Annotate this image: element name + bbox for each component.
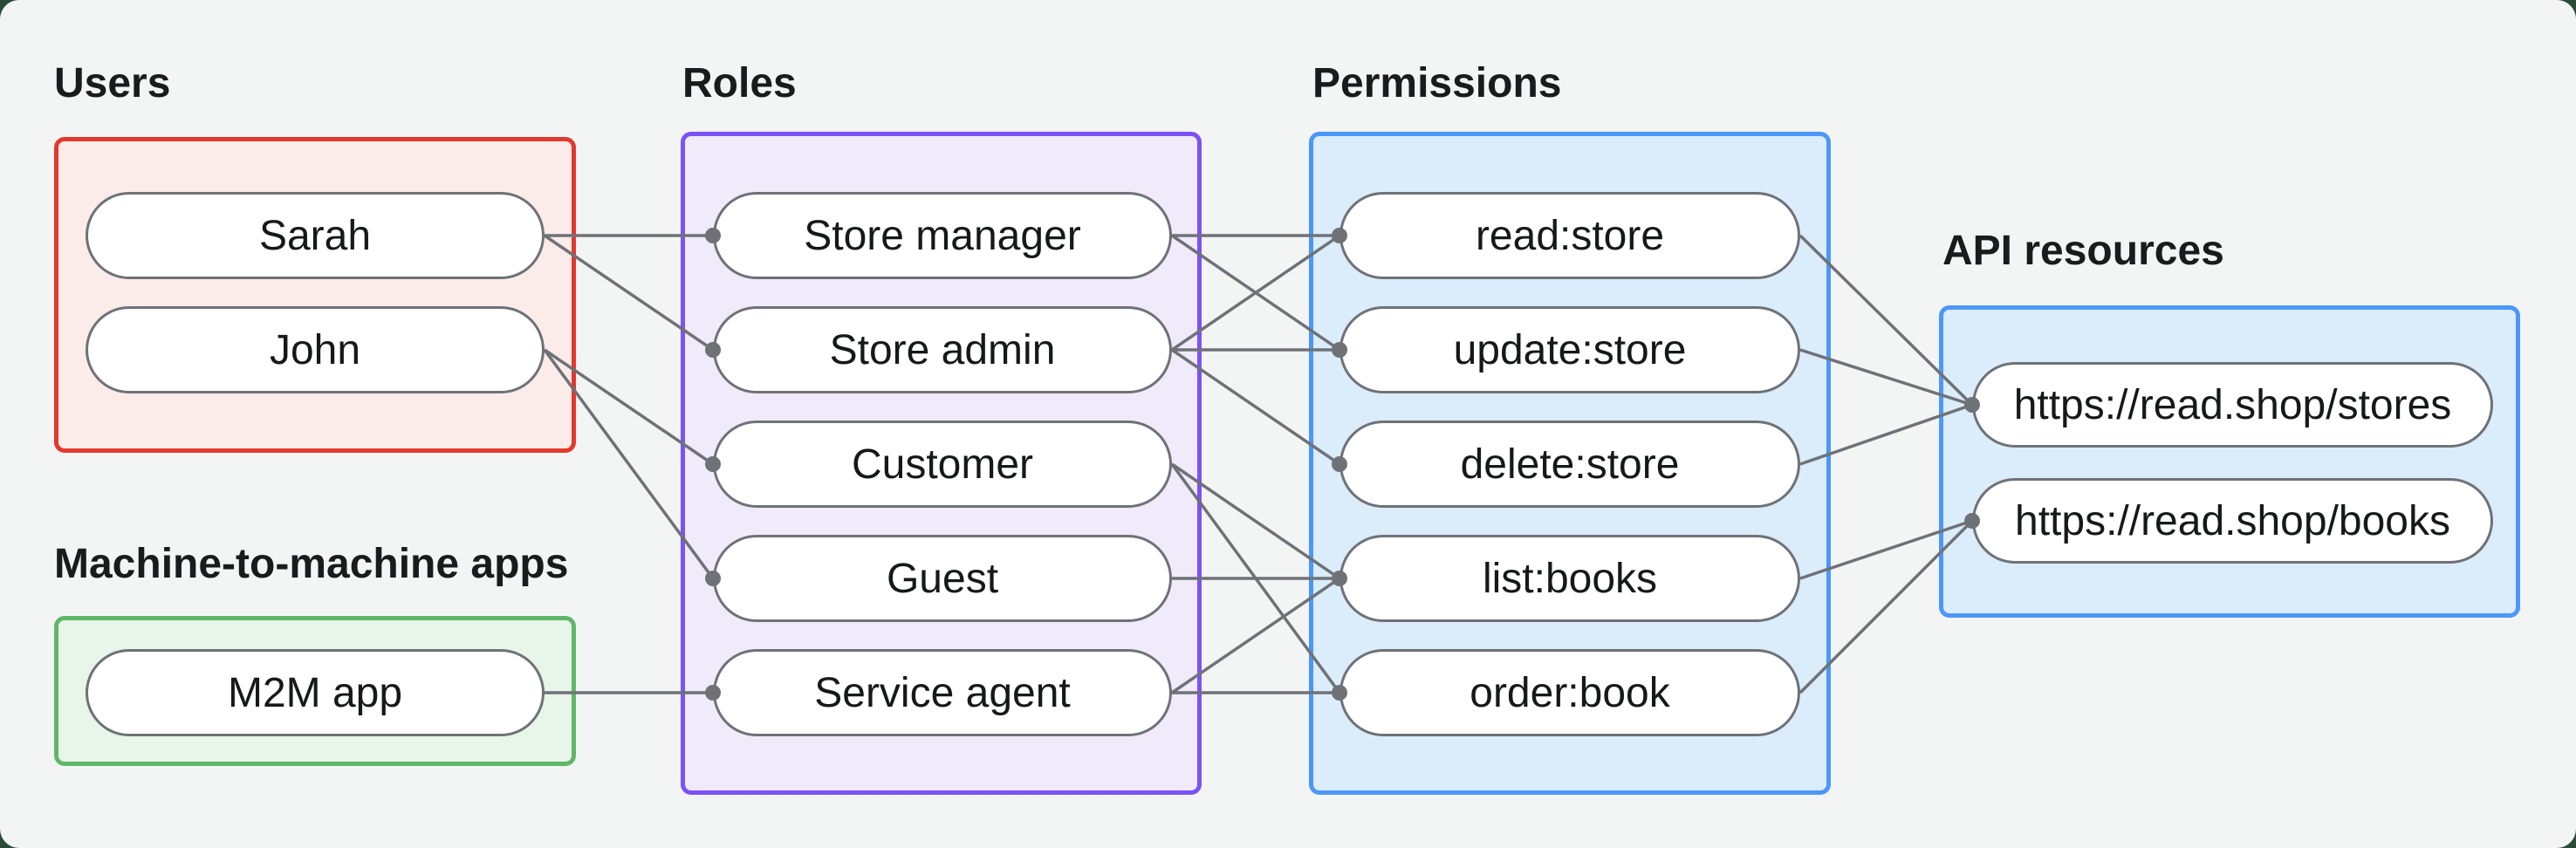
node-api-resource-stores: https://read.shop/stores (1972, 362, 2493, 448)
api-resources-group-box (1939, 305, 2520, 618)
node-m2m-app: M2M app (86, 649, 545, 736)
node-permission-list-books: list:books (1339, 535, 1800, 622)
roles-group-title: Roles (682, 60, 797, 106)
node-user-sarah: Sarah (86, 192, 545, 279)
node-role-store-manager: Store manager (713, 192, 1172, 279)
node-permission-update-store: update:store (1339, 306, 1800, 393)
node-role-customer: Customer (713, 421, 1172, 508)
users-group-box (54, 137, 576, 453)
node-user-john: John (86, 306, 545, 393)
node-role-store-admin: Store admin (713, 306, 1172, 393)
node-api-resource-books: https://read.shop/books (1972, 478, 2493, 564)
permissions-group-title: Permissions (1312, 60, 1562, 106)
node-permission-read-store: read:store (1339, 192, 1800, 279)
api-resources-group-title: API resources (1942, 228, 2224, 274)
node-permission-order-book: order:book (1339, 649, 1800, 736)
node-role-service-agent: Service agent (713, 649, 1172, 736)
node-permission-delete-store: delete:store (1339, 421, 1800, 508)
m2m-apps-group-title: Machine-to-machine apps (54, 541, 569, 587)
users-group-title: Users (54, 60, 171, 106)
node-role-guest: Guest (713, 535, 1172, 622)
